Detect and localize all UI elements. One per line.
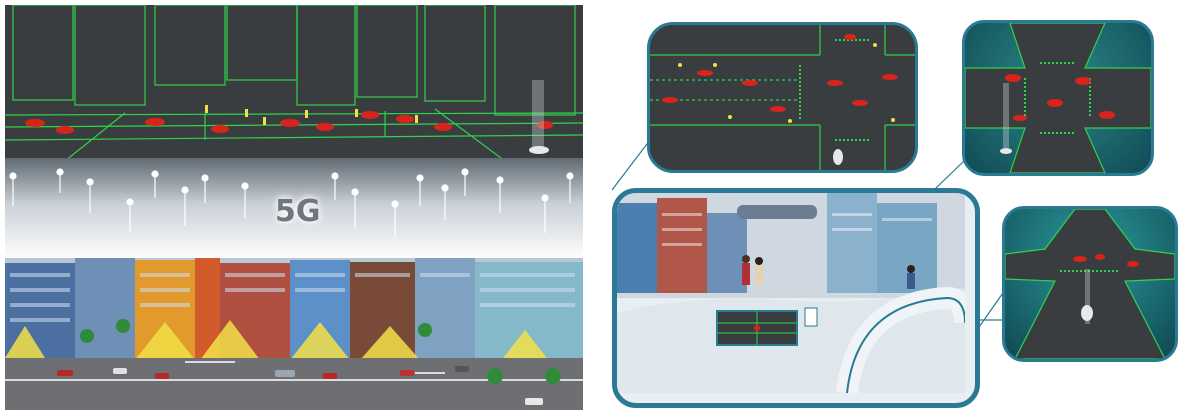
city-cars [57, 366, 543, 405]
wireframe-city-drawing [5, 5, 583, 161]
5g-label: 5G [275, 194, 321, 229]
5g-signal-band: 5G [5, 158, 583, 260]
overhead-cars [1005, 74, 1115, 121]
street-corridor [1005, 209, 1175, 359]
real-city-panel [5, 258, 583, 410]
intersection-view-callout [647, 22, 918, 173]
signal-pins [9, 168, 574, 238]
pedestrians [742, 255, 915, 289]
real-city-drawing [5, 258, 583, 410]
intersection-cars [662, 34, 898, 112]
windshield-buildings [617, 193, 937, 293]
street-cars [1073, 254, 1139, 267]
wireframe-city-panel [5, 5, 583, 161]
intersection-map [650, 25, 915, 170]
car-cockpit-drawing [617, 193, 965, 393]
wireframe-cars [25, 111, 553, 134]
in-car-view [612, 188, 980, 408]
steering-wheel [836, 286, 965, 393]
rearview-mirror [737, 205, 817, 219]
street-view-callout [1002, 206, 1178, 362]
overhead-view-callout [962, 20, 1154, 176]
overhead-junction [965, 23, 1151, 173]
street-light-cones [5, 320, 550, 362]
